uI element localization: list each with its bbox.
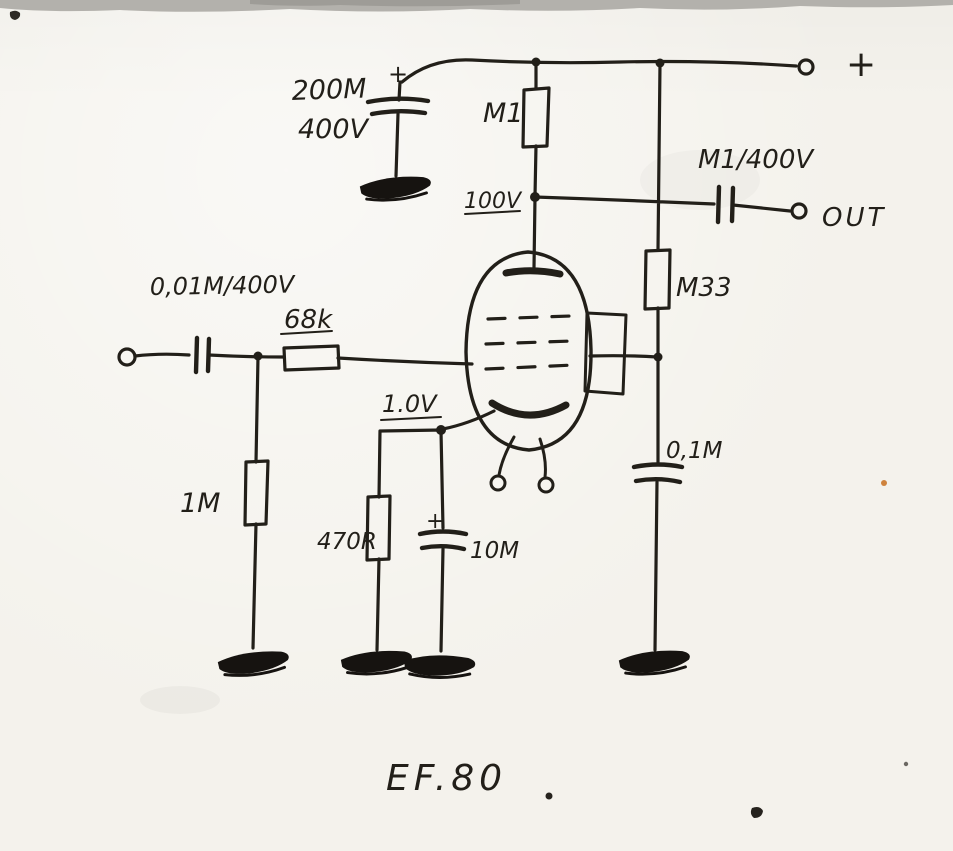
cathode-cap-plates <box>417 529 469 552</box>
tube-envelope <box>464 250 593 452</box>
ground-symbol <box>338 648 415 677</box>
decoupling-cap-plates <box>365 96 431 117</box>
ink-speck <box>545 792 553 800</box>
decoupling-cap-voltage-label: 400V <box>298 114 371 145</box>
anode-resistor-m1 <box>521 86 551 149</box>
ground-symbol <box>215 647 292 680</box>
tube-type-label: EF.80 <box>386 758 507 799</box>
tube-grids <box>484 314 576 371</box>
screen-resistor-m33 <box>643 248 672 311</box>
input-cap-plates <box>193 335 212 375</box>
paper-specks <box>9 10 909 818</box>
labels: + 200M 400V + M1 100V M1/400V OUT M33 0,… <box>150 44 886 799</box>
paper-torn-edge <box>0 0 953 12</box>
heater-pin <box>489 474 507 492</box>
node-dot <box>436 425 446 435</box>
node-dot <box>530 192 540 202</box>
cathode-resistor-470r <box>365 494 392 562</box>
supply-terminal <box>797 58 815 76</box>
anode-voltage-label: 100V <box>464 189 523 214</box>
tube-cathode <box>488 399 570 419</box>
screen-bypass-cap-plates <box>631 462 685 485</box>
label-underlines <box>280 210 521 421</box>
cathode-resistor-label: 470R <box>317 529 377 555</box>
tube-side-tab <box>583 311 628 396</box>
node-dot <box>253 351 263 361</box>
screen-bypass-cap-label: 0,1M <box>666 438 723 464</box>
decoupling-cap-value-label: 200M <box>291 73 367 107</box>
supply-plus-label: + <box>846 44 876 85</box>
node-dot <box>653 352 663 362</box>
output-coupling-cap-plates <box>715 184 736 225</box>
orange-speck <box>881 480 887 486</box>
cathode-cap-polarity-label: + <box>426 509 444 534</box>
node-dot <box>531 57 541 67</box>
ground-symbol <box>616 647 693 678</box>
junction-dots <box>253 57 665 435</box>
cathode-cap-label: 10M <box>470 538 519 564</box>
terminals <box>117 58 815 367</box>
ink-speck <box>903 761 909 767</box>
tube-heater-leads <box>497 435 547 479</box>
node-dot <box>655 58 665 68</box>
ground-symbol <box>402 652 477 681</box>
screen-resistor-label: M33 <box>676 273 732 303</box>
output-cap-label: M1/400V <box>698 145 815 175</box>
smudge <box>140 686 220 714</box>
grid-leak-label: 1M <box>180 488 220 519</box>
cathode-voltage-label: 1.0V <box>382 390 438 418</box>
capacitors <box>193 96 736 552</box>
anode-resistor-label: M1 <box>483 98 523 129</box>
grid-resistor-label: 68k <box>284 305 333 335</box>
ground-symbol <box>357 173 434 204</box>
output-terminal-label: OUT <box>822 203 886 233</box>
grid-resistor-68k <box>282 344 341 372</box>
output-terminal <box>790 202 808 220</box>
grid-leak-resistor-1m <box>243 459 270 527</box>
resistors <box>243 86 672 562</box>
ink-speck <box>9 10 21 20</box>
tube-ef80 <box>464 250 628 494</box>
heater-pin <box>537 476 555 494</box>
input-terminal <box>117 347 137 367</box>
ink-speck <box>750 807 763 818</box>
decoupling-cap-polarity-label: + <box>388 60 408 88</box>
input-cap-label: 0,01M/400V <box>150 270 297 301</box>
tube-anode-plate <box>502 267 564 278</box>
